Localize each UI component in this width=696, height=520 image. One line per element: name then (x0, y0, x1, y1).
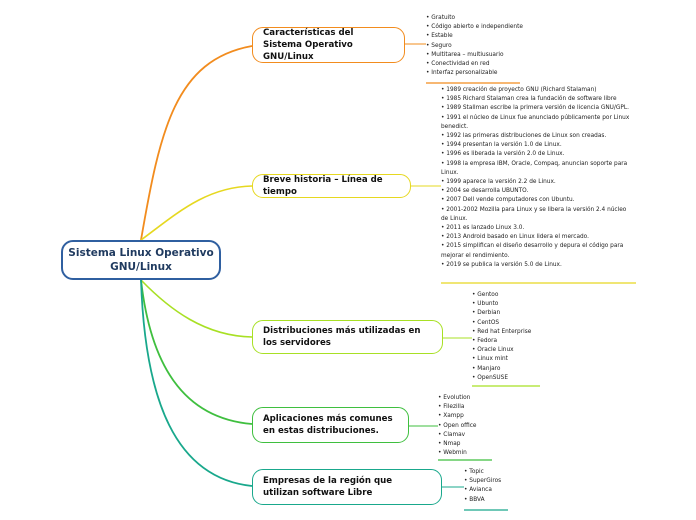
list-item: Ubunto (472, 300, 552, 309)
list-item: Avianca (464, 486, 524, 495)
branch-distribuciones[interactable]: Distribuciones más utilizadas en los ser… (252, 320, 443, 354)
list-item: 1985 Richard Stalaman crea la fundación … (441, 95, 633, 104)
list-item: Seguro (426, 42, 546, 51)
leaf-list-caracteristicas: Gratuito Código abierto e independiente … (426, 14, 546, 78)
list-item: Evolution (438, 394, 508, 403)
list-item: 1999 aparece la versión 2.2 de Linux. (441, 178, 633, 187)
branch-label: Características del Sistema Operativo GN… (263, 28, 354, 62)
list-item: 1989 Stallman escribe la primera versión… (441, 104, 633, 113)
list-item: Manjaro (472, 365, 552, 374)
leaf-list-aplicaciones: Evolution Filezilla Xampp Open office Cl… (438, 394, 508, 458)
list-item: 2019 se publica la versión 5.0 de Linux. (441, 261, 633, 270)
list-item: Fedora (472, 337, 552, 346)
list-item: Filezilla (438, 403, 508, 412)
list-item: Estable (426, 32, 546, 41)
list-item: 1989 creación de proyecto GNU (Richard S… (441, 86, 633, 95)
list-item: 1996 es liberada la versión 2.0 de Linux… (441, 150, 633, 159)
list-item: OpenSUSE (472, 374, 552, 383)
list-item: Webmin (438, 449, 508, 458)
list-item: Gratuito (426, 14, 546, 23)
list-item: Xampp (438, 412, 508, 421)
list-item: 1991 el núcleo de Linux fue anunciado pú… (441, 114, 633, 132)
branch-label: Breve historia – Línea de tiempo (263, 175, 383, 197)
list-item: 2001-2002 Mozilla para Linux y se libera… (441, 206, 633, 224)
connector-branch-3 (140, 279, 253, 425)
list-item: Código abierto e independiente (426, 23, 546, 32)
list-item: 1998 la empresa IBM, Oracle, Compaq, anu… (441, 160, 633, 178)
branch-aplicaciones[interactable]: Aplicaciones más comunes en estas distri… (252, 407, 409, 443)
list-item: Oracle Linux (472, 346, 552, 355)
connector-branch-0 (140, 45, 253, 241)
leaf-list-historia: 1989 creación de proyecto GNU (Richard S… (441, 86, 633, 270)
branch-empresas[interactable]: Empresas de la región que utilizan softw… (252, 469, 442, 505)
leaf-list-empresas: Topic SuperGiros Avianca BBVA (464, 468, 524, 505)
branch-label: Empresas de la región que utilizan softw… (263, 476, 393, 498)
branch-label: Aplicaciones más comunes en estas distri… (263, 414, 393, 436)
list-item: Multitarea – multiusuario (426, 51, 546, 60)
connector-branch-4 (140, 279, 253, 487)
leaf-list-distribuciones: Gentoo Ubunto Derbian CentOS Red hat Ent… (472, 291, 552, 383)
list-item: Clamav (438, 431, 508, 440)
list-item: 2007 Dell vende computadores con Ubuntu. (441, 196, 633, 205)
list-item: CentOS (472, 319, 552, 328)
list-item: Topic (464, 468, 524, 477)
list-item: Open office (438, 422, 508, 431)
list-item: 1992 las primeras distribuciones de Linu… (441, 132, 633, 141)
list-item: BBVA (464, 496, 524, 505)
list-item: 2015 simplifican el diseño desarrollo y … (441, 242, 633, 260)
central-topic[interactable]: Sistema Linux Operativo GNU/Linux (61, 240, 221, 280)
list-item: 2004 se desarrolla UBUNTO. (441, 187, 633, 196)
branch-historia[interactable]: Breve historia – Línea de tiempo (252, 174, 411, 198)
list-item: Derbian (472, 309, 552, 318)
branch-caracteristicas[interactable]: Características del Sistema Operativo GN… (252, 27, 405, 63)
connector-branch-2 (140, 279, 253, 338)
list-item: Interfaz personalizable (426, 69, 546, 78)
list-item: Linux mint (472, 355, 552, 364)
list-item: 1994 presentan la versión 1.0 de Linux. (441, 141, 633, 150)
list-item: Nmap (438, 440, 508, 449)
list-item: SuperGiros (464, 477, 524, 486)
branch-label: Distribuciones más utilizadas en los ser… (263, 326, 421, 348)
list-item: 2013 Android basado en Linux lidera el m… (441, 233, 633, 242)
connector-branch-1 (140, 185, 253, 241)
list-item: 2011 es lanzado Linux 3.0. (441, 224, 633, 233)
list-item: Conectividad en red (426, 60, 546, 69)
list-item: Red hat Enterprise (472, 328, 552, 337)
list-item: Gentoo (472, 291, 552, 300)
central-topic-label: Sistema Linux Operativo GNU/Linux (68, 247, 214, 273)
